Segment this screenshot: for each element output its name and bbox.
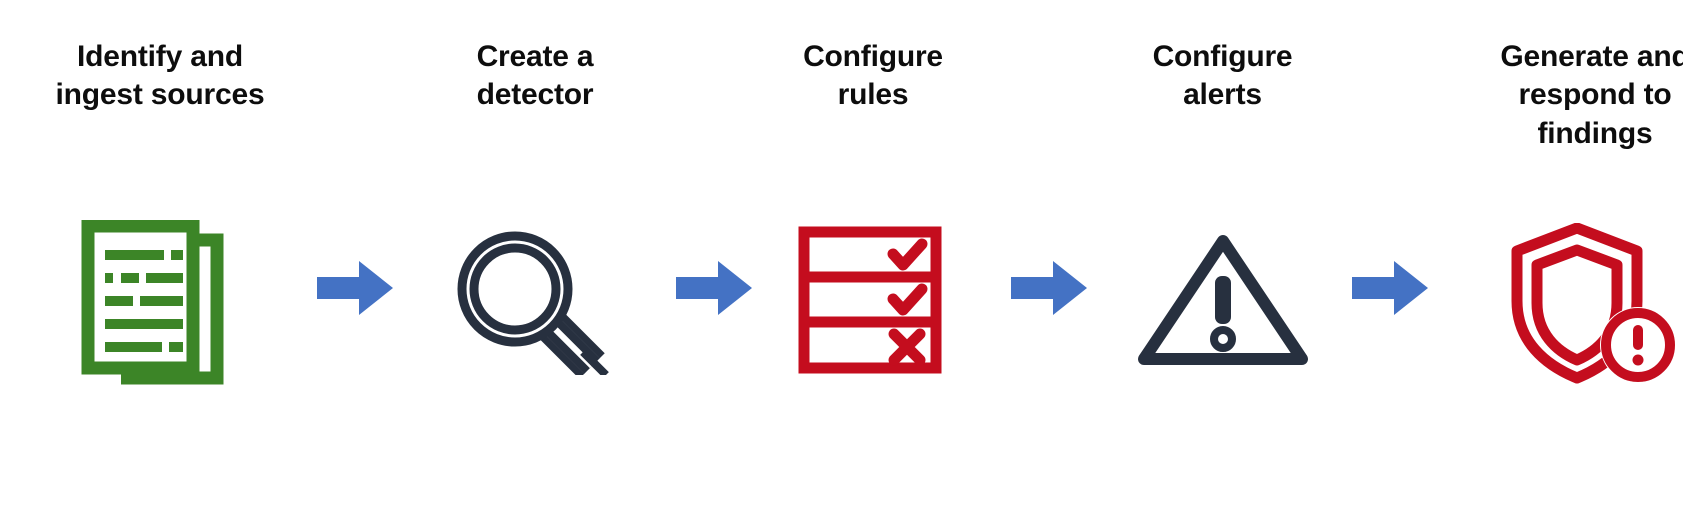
- documents-icon: [75, 218, 245, 388]
- right-arrow-icon: [1011, 261, 1087, 315]
- exclamation-bar: [1214, 276, 1231, 325]
- check-mark-icon: [887, 283, 928, 316]
- step-label-identify-ingest-sources: Identify and ingest sources: [55, 40, 265, 112]
- right-arrow-icon: [676, 261, 752, 315]
- rules-checklist-icon: [788, 215, 958, 385]
- arrow-4: [1335, 0, 1445, 524]
- warning-triangle-icon: [1133, 215, 1313, 385]
- alert-badge-bar: [1633, 324, 1643, 350]
- step-create-detector: Create a detector: [400, 0, 670, 385]
- right-arrow-icon: [317, 261, 393, 315]
- step-label-configure-alerts: Configure alerts: [1152, 40, 1293, 112]
- exclamation-dot: [1209, 326, 1236, 353]
- right-arrow-icon: [1352, 261, 1428, 315]
- step-configure-rules: Configure rules: [758, 0, 988, 385]
- shield-alert-icon: [1500, 215, 1683, 395]
- arrow-1: [310, 0, 400, 524]
- step-label-create-detector: Create a detector: [476, 40, 594, 112]
- alert-badge-dot: [1632, 354, 1644, 366]
- step-configure-alerts: Configure alerts: [1110, 0, 1335, 385]
- step-label-configure-rules: Configure rules: [803, 40, 943, 112]
- magnifying-glass-icon: [450, 215, 620, 385]
- arrow-2: [670, 0, 758, 524]
- cross-mark-icon: [888, 328, 926, 366]
- arrow-3: [988, 0, 1110, 524]
- step-label-generate-respond-findings: Generate and respond to findings: [1500, 40, 1683, 150]
- step-identify-ingest-sources: Identify and ingest sources: [10, 0, 310, 388]
- check-mark-icon: [887, 238, 928, 271]
- step-generate-respond-findings: Generate and respond to findings: [1445, 0, 1683, 395]
